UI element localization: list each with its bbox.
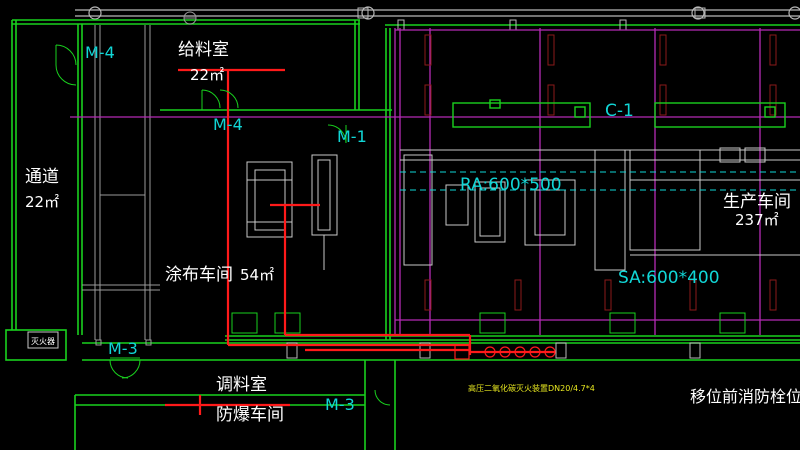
- feed-room-name: 给料室: [178, 40, 229, 60]
- return-air-duct: [400, 171, 800, 191]
- column-grid: [82, 25, 160, 346]
- fire-cylinders: [454, 344, 556, 360]
- hydrant-label: 移位前消防栓位: [690, 387, 800, 406]
- diffuser-grilles: [424, 34, 777, 311]
- cooler-units: [452, 99, 786, 128]
- labels: 给料室 22㎡ 通道 22㎡ 涂布车间 54㎡ 生产车间 237㎡ 调料室 防爆…: [25, 40, 800, 425]
- mixing-room-name: 调料室: [216, 375, 267, 395]
- ducts: [70, 28, 800, 335]
- mixing-room-subname: 防爆车间: [216, 405, 284, 425]
- extinguisher-cabinet: [27, 331, 59, 349]
- door-m1: M-1: [337, 127, 367, 146]
- production-room-area: 237㎡: [735, 211, 779, 229]
- door-m3-bottom: M-3: [325, 395, 355, 414]
- corridor-area: 22㎡: [25, 193, 59, 211]
- door-m4-mid: M-4: [213, 115, 243, 134]
- valve-icon: [183, 11, 197, 25]
- cooler-label: C-1: [605, 101, 634, 121]
- feed-room-area: 22㎡: [190, 66, 224, 84]
- extinguisher-label: 灭火器: [31, 337, 55, 346]
- return-air-label: RA:600*500: [460, 175, 562, 195]
- door-m4-top: M-4: [85, 43, 115, 62]
- equipment: [246, 147, 800, 271]
- supply-air-label: SA:600*400: [618, 268, 720, 288]
- fire-system-label: 高压二氧化碳灭火装置DN20/4.7*4: [468, 383, 595, 393]
- coating-room-name: 涂布车间: [165, 265, 233, 285]
- door-swings: [55, 44, 391, 406]
- floor-grilles: [231, 312, 746, 334]
- coating-room-area: 54㎡: [240, 266, 274, 284]
- corridor-name: 通道: [25, 167, 59, 187]
- door-m3-left: M-3: [108, 339, 138, 358]
- fire-pipe: [165, 68, 555, 415]
- walls: [5, 19, 800, 450]
- production-room-name: 生产车间: [723, 192, 791, 212]
